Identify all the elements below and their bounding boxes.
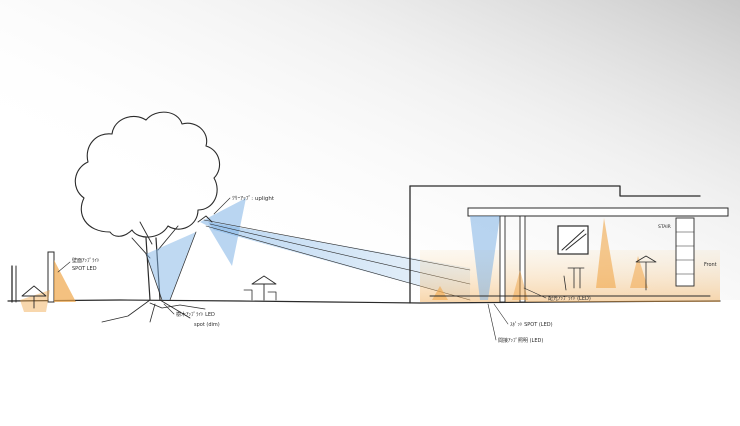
middle-seating — [243, 275, 277, 301]
building-group: STAIR Front 配光ｱｯﾌﾟﾗｲﾄ (LED) ｽﾎﾟｯﾄ SPOT (… — [409, 185, 729, 344]
tree-ground-label: 樹木ｱｯﾌﾟﾗｲﾄ LED — [176, 311, 215, 318]
stair-block — [675, 217, 695, 287]
tree-canopy — [74, 111, 221, 238]
tree-uplight-cone — [146, 232, 196, 300]
tree-ground-sublabel: spot (dim) — [194, 322, 220, 328]
building-roof — [467, 207, 729, 217]
building-blue-cone — [470, 216, 500, 300]
front-label: Front — [704, 262, 717, 268]
left-wall-sublabel: SPOT LED — [72, 266, 97, 272]
long-beam — [208, 222, 470, 300]
warm-cone-2 — [630, 256, 648, 288]
building-floor-label: 間接ｱｯﾌﾟ照明 (LED) — [498, 337, 543, 344]
interior-glow — [420, 250, 720, 302]
tree-group: ﾂﾘｰｱｯﾌﾟ: uplight 樹木ｱｯﾌﾟﾗｲﾄ LED spot (dim… — [74, 111, 471, 328]
stair-label: STAIR — [658, 224, 671, 230]
warm-cone-1 — [596, 218, 616, 288]
building-uplight-label: 配光ｱｯﾌﾟﾗｲﾄ (LED) — [548, 295, 591, 302]
left-wall-label: 壁面ｱｯﾌﾟﾗｲﾄ — [72, 257, 100, 264]
building-spot-label: ｽﾎﾟｯﾄ SPOT (LED) — [510, 321, 553, 328]
tree-uplight-label: ﾂﾘｰｱｯﾌﾟ: uplight — [232, 195, 275, 202]
ground-hatch — [149, 302, 206, 310]
left-wall-group: 壁面ｱｯﾌﾟﾗｲﾄ SPOT LED — [11, 251, 100, 312]
